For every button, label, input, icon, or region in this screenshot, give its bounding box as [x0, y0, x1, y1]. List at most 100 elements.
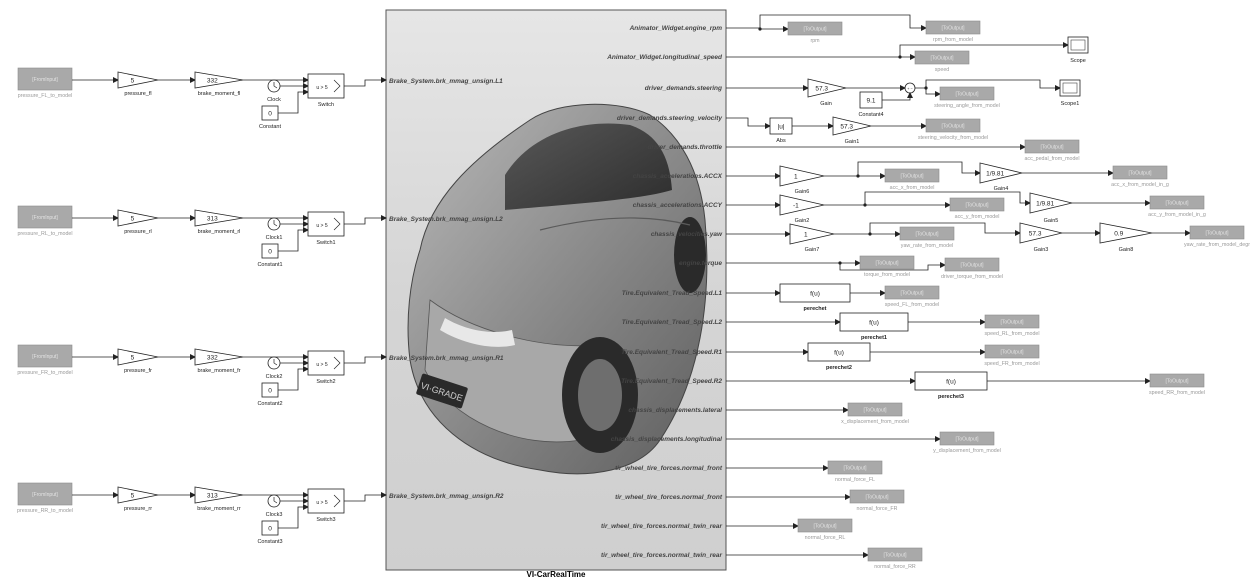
signal-line — [344, 77, 387, 87]
goto-y-displacement-tag: [ToOutput] — [955, 437, 979, 443]
fcn-perechet[interactable]: f(u) — [779, 283, 851, 303]
gain4-block[interactable]: 1/9.81 — [979, 162, 1023, 184]
goto-speed-RL-from-model[interactable]: [ToOutput] — [984, 314, 1040, 329]
goto-torque[interactable]: [ToOutput] — [859, 255, 915, 270]
output-port-label-19: tir_wheel_tire_forces.normal_twin_rear — [601, 552, 722, 559]
switch-label: Switch1 — [316, 240, 335, 246]
clock-block[interactable] — [267, 79, 281, 93]
goto-normal-force-RL[interactable]: [ToOutput] — [797, 518, 853, 533]
goto-driver-torque-shape — [944, 257, 1000, 272]
gain3-block-shape — [1019, 222, 1063, 244]
from-block-shape — [17, 344, 73, 368]
goto-speed-RR-from-model-tag: [ToOutput] — [1165, 379, 1189, 385]
goto-steering-velocity-label: steering_velocity_from_model — [918, 135, 988, 141]
input-port-label: Brake_System.brk_mmag_unsign.R1 — [389, 355, 504, 362]
goto-acc-y[interactable]: [ToOutput] — [949, 197, 1005, 212]
goto-speed-RR-from-model[interactable]: [ToOutput] — [1149, 373, 1205, 388]
input-row-4: [FromInput]pressure_RR_to_model5pressure… — [17, 482, 504, 545]
goto-normal-force-RL-label: normal_force_RL — [805, 535, 846, 541]
scope-block[interactable] — [1067, 36, 1089, 54]
pressure-gain[interactable]: 5 — [117, 348, 159, 366]
gain5-block[interactable]: 1/9.81 — [1029, 192, 1073, 214]
from-block[interactable]: [FromInput] — [17, 67, 73, 91]
goto-speed[interactable]: [ToOutput] — [914, 50, 970, 65]
gain7-label: Gain7 — [805, 247, 820, 253]
goto-rpm[interactable]: [ToOutput] — [787, 21, 843, 36]
gain3-block[interactable]: 57.3 — [1019, 222, 1063, 244]
gain1-block-value: 57.3 — [840, 124, 853, 131]
goto-yaw-rate-degr[interactable]: [ToOutput] — [1189, 225, 1245, 240]
fcn-perechet3[interactable]: f(u) — [914, 371, 988, 391]
goto-acc-pedal[interactable]: [ToOutput] — [1024, 139, 1080, 154]
goto-yaw-rate[interactable]: [ToOutput] — [899, 226, 955, 241]
goto-acc-x[interactable]: [ToOutput] — [884, 168, 940, 183]
switch-condition: u > 5 — [316, 223, 327, 229]
pressure-gain[interactable]: 5 — [117, 71, 159, 89]
constant-block[interactable]: 0 — [261, 105, 279, 121]
brake-gain[interactable]: 313 — [194, 209, 244, 227]
goto-steering-angle[interactable]: [ToOutput] — [939, 86, 995, 101]
switch-glyph — [333, 79, 341, 93]
from-block[interactable]: [FromInput] — [17, 205, 73, 229]
constant-block[interactable]: 0 — [261, 382, 279, 398]
pressure-gain-label: pressure_fl — [124, 91, 151, 97]
brake-gain[interactable]: 332 — [194, 71, 244, 89]
fcn-perechet2[interactable]: f(u) — [807, 342, 871, 362]
goto-normal-force-FL-label: normal_force_FL — [835, 477, 875, 483]
gain2-block[interactable]: -1 — [779, 194, 825, 216]
goto-speed-FL-from-model[interactable]: [ToOutput] — [884, 285, 940, 300]
sum-block[interactable]: + − — [904, 82, 916, 94]
goto-rpm-from-model[interactable]: [ToOutput] — [925, 20, 981, 35]
goto-rpm-label: rpm — [810, 38, 820, 44]
scope1-block[interactable] — [1059, 79, 1081, 97]
goto-x-displacement-label: x_displacement_from_model — [841, 419, 909, 425]
pressure-gain[interactable]: 5 — [117, 209, 159, 227]
gain4-block-value: 1/9.81 — [986, 171, 1004, 178]
goto-normal-force-RR[interactable]: [ToOutput] — [867, 547, 923, 562]
constant-block[interactable]: 0 — [261, 520, 279, 536]
brake-gain[interactable]: 313 — [194, 486, 244, 504]
gain8-block[interactable]: 0.9 — [1099, 222, 1153, 244]
switch-block[interactable]: u > 5 — [307, 350, 345, 376]
goto-normal-force-FL[interactable]: [ToOutput] — [827, 460, 883, 475]
scope-label: Scope — [1070, 58, 1086, 64]
gain1-block[interactable]: 57.3 — [832, 116, 872, 136]
constant-block[interactable]: 0 — [261, 243, 279, 259]
goto-steering-angle-tag: [ToOutput] — [955, 92, 979, 98]
abs-block[interactable]: |u| — [769, 117, 793, 135]
goto-driver-torque[interactable]: [ToOutput] — [944, 257, 1000, 272]
goto-normal-force-FR[interactable]: [ToOutput] — [849, 489, 905, 504]
pressure-gain[interactable]: 5 — [117, 486, 159, 504]
clock-block[interactable] — [267, 494, 281, 508]
pressure-gain-label: pressure_rr — [124, 506, 152, 512]
goto-acc-x-g[interactable]: [ToOutput] — [1112, 165, 1168, 180]
signal-line — [869, 222, 1021, 236]
switch-shape — [307, 488, 345, 514]
brake-gain-value: 332 — [207, 78, 218, 85]
from-block[interactable]: [FromInput] — [17, 344, 73, 368]
constant4-block[interactable]: 9.1 — [859, 91, 883, 109]
pressure-gain-value: 5 — [131, 216, 135, 223]
switch-block[interactable]: u > 5 — [307, 73, 345, 99]
goto-steering-velocity[interactable]: [ToOutput] — [925, 118, 981, 133]
goto-yaw-rate-label: yaw_rate_from_model — [901, 243, 953, 249]
switch-block[interactable]: u > 5 — [307, 488, 345, 514]
goto-y-displacement[interactable]: [ToOutput] — [939, 431, 995, 446]
fcn-perechet2-value: f(u) — [834, 350, 844, 357]
constant-block-value: 0 — [268, 388, 272, 395]
goto-speed-FR-from-model[interactable]: [ToOutput] — [984, 344, 1040, 359]
clock-block[interactable] — [267, 356, 281, 370]
gain6-block[interactable]: 1 — [779, 165, 825, 187]
input-port-label: Brake_System.brk_mmag_unsign.L2 — [389, 216, 503, 223]
goto-yaw-rate-degr-shape — [1189, 225, 1245, 240]
goto-acc-y-g[interactable]: [ToOutput] — [1149, 195, 1205, 210]
brake-gain[interactable]: 332 — [194, 348, 244, 366]
clock-block[interactable] — [267, 217, 281, 231]
goto-speed-FL-from-model-tag: [ToOutput] — [900, 291, 924, 297]
goto-x-displacement[interactable]: [ToOutput] — [847, 402, 903, 417]
gain7-block[interactable]: 1 — [789, 223, 835, 245]
gain-block[interactable]: 57.3 — [807, 78, 847, 98]
switch-block[interactable]: u > 5 — [307, 211, 345, 237]
fcn-perechet1[interactable]: f(u) — [839, 312, 909, 332]
from-block[interactable]: [FromInput] — [17, 482, 73, 506]
